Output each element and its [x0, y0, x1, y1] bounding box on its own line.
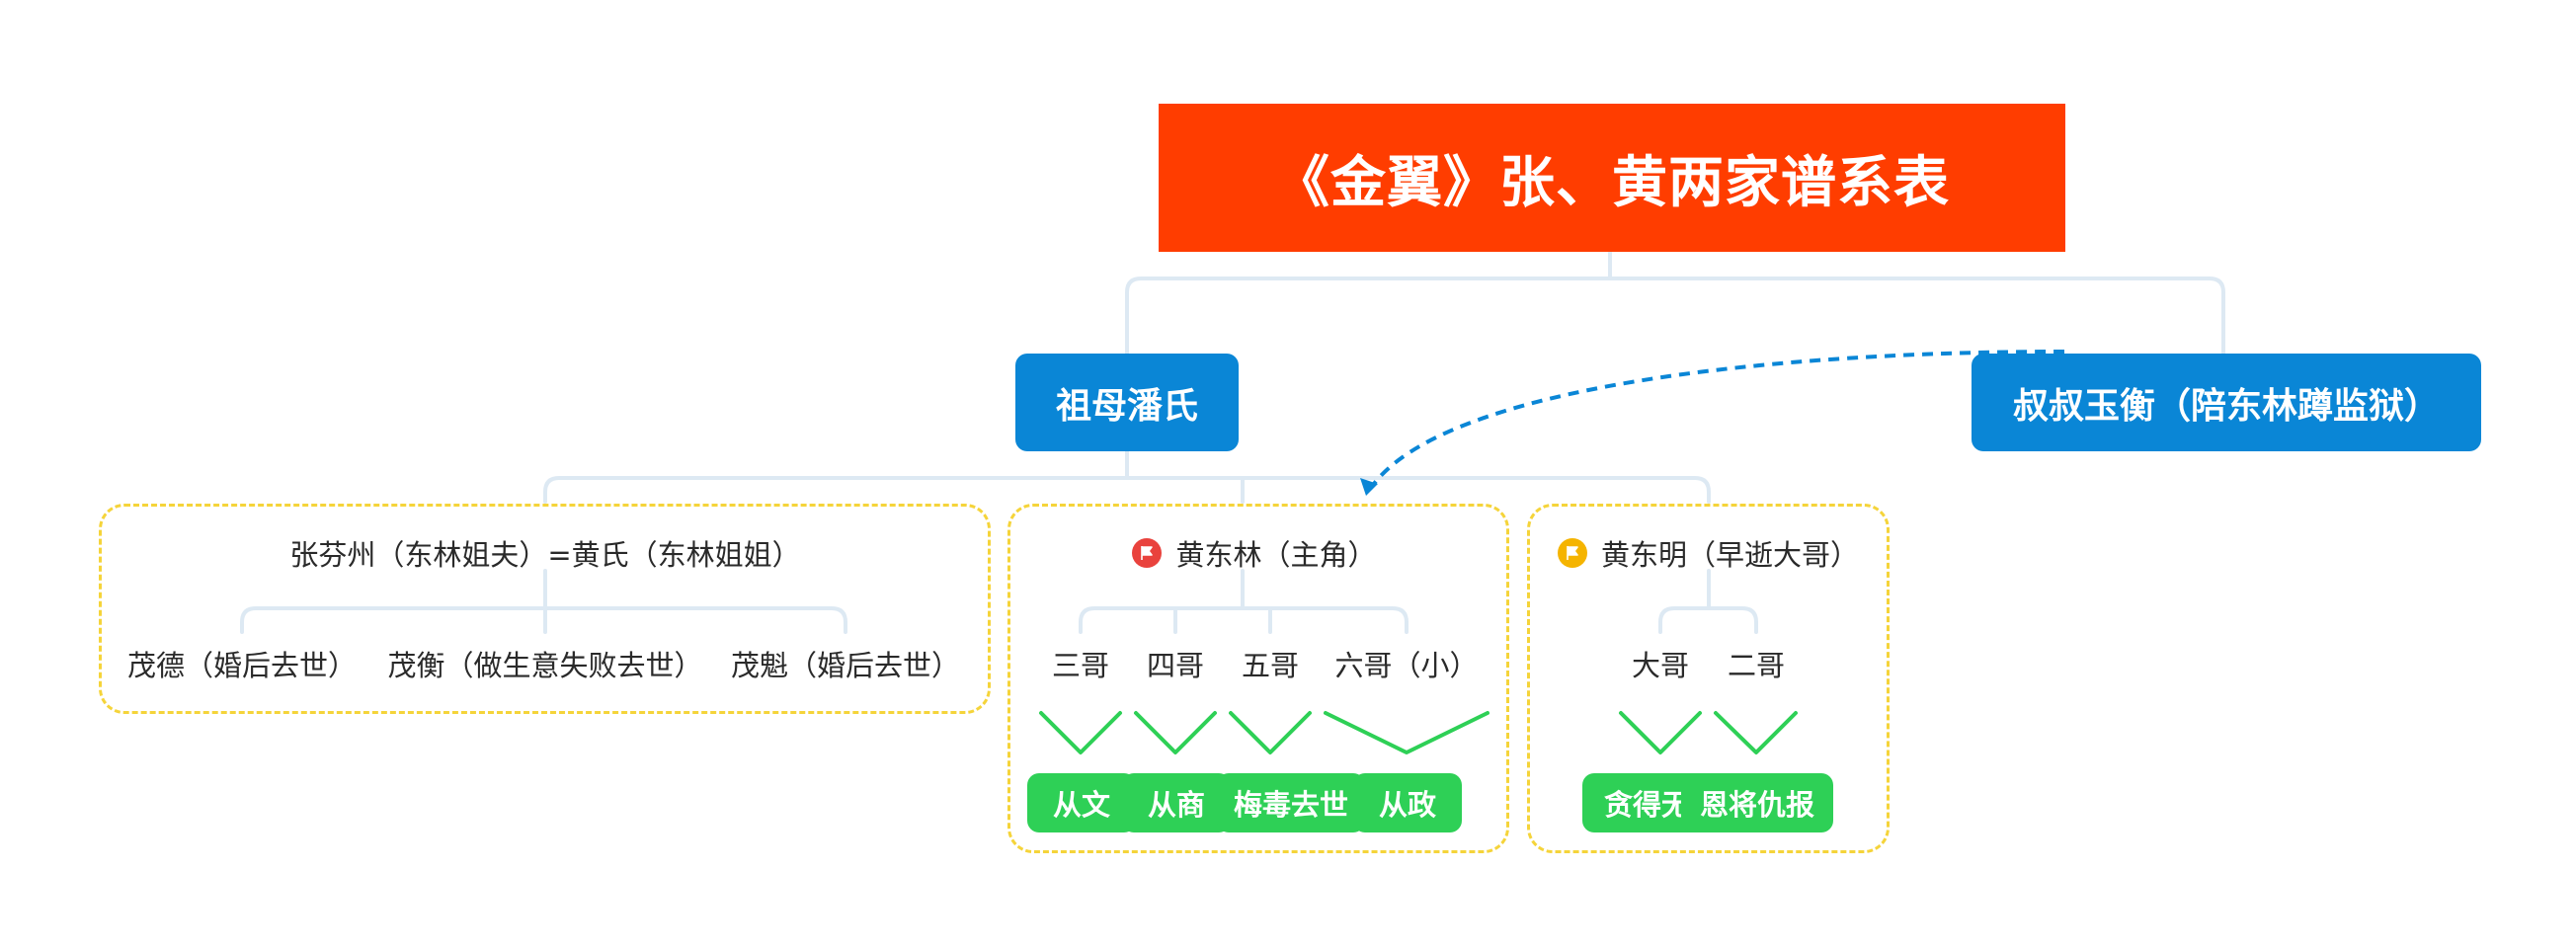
zhang-couple-node[interactable]: 张芬州（东林姐夫）=黄氏（东林姐姐）: [289, 538, 801, 572]
career-tag[interactable]: 从政: [1353, 773, 1462, 832]
uncle-node[interactable]: 叔叔玉衡（陪东林蹲监狱）: [1972, 354, 2481, 451]
grandmother-label: 祖母潘氏: [1055, 385, 1198, 427]
root-title-node[interactable]: 《金翼》张、黄两家谱系表: [1159, 104, 2065, 252]
donglin-group: [1007, 504, 1509, 853]
dongming-head-node[interactable]: 黄东明（早逝大哥）: [1547, 531, 1870, 575]
root-title: 《金翼》张、黄两家谱系表: [1274, 150, 1950, 215]
donglin-child-node[interactable]: 三哥: [1051, 649, 1109, 682]
career-tag[interactable]: 从商: [1122, 773, 1231, 832]
flag-icon: [1557, 538, 1587, 568]
uncle-label: 叔叔玉衡（陪东林蹲监狱）: [2012, 385, 2440, 427]
donglin-head-label: 黄东林（主角）: [1175, 538, 1377, 572]
zhang-child-node[interactable]: 茂德（婚后去世）: [126, 649, 357, 682]
dongming-group: [1527, 504, 1890, 853]
zhang-child-node[interactable]: 茂魁（婚后去世）: [730, 649, 960, 682]
career-tag[interactable]: 从文: [1027, 773, 1136, 832]
grandmother-node[interactable]: 祖母潘氏: [1015, 354, 1239, 451]
zhang-child-node[interactable]: 茂衡（做生意失败去世）: [387, 649, 703, 682]
donglin-head-node[interactable]: 黄东林（主角）: [1106, 531, 1403, 575]
dongming-child-node[interactable]: 二哥: [1727, 649, 1785, 682]
zhang-family-group: [99, 504, 991, 714]
dongming-head-label: 黄东明（早逝大哥）: [1600, 538, 1859, 572]
donglin-child-node[interactable]: 六哥（小）: [1334, 649, 1479, 682]
donglin-child-node[interactable]: 五哥: [1241, 649, 1299, 682]
donglin-child-node[interactable]: 四哥: [1146, 649, 1204, 682]
dongming-child-node[interactable]: 大哥: [1631, 649, 1689, 682]
career-tag[interactable]: 梅毒去世: [1217, 773, 1365, 832]
flag-icon: [1132, 538, 1163, 568]
trait-tag[interactable]: 恩将仇报: [1681, 773, 1833, 832]
